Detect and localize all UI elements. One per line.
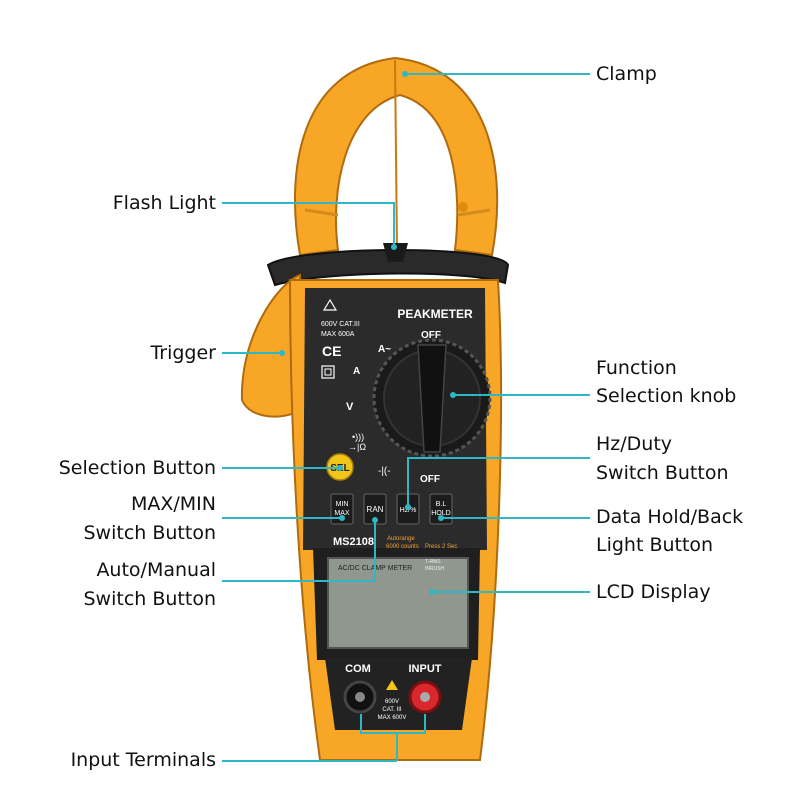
- callout-function-2: Selection knob: [596, 385, 737, 407]
- callout-hz-duty-1: Hz/Duty: [596, 433, 673, 455]
- hz-leader-line: [408, 457, 590, 459]
- lcd-display: [327, 557, 469, 649]
- clamp-leader-line: [405, 73, 590, 75]
- flash-light-leader-drop: [393, 202, 395, 247]
- trigger: [240, 273, 301, 418]
- hz-leader-dot: [405, 504, 411, 510]
- function-leader-dot: [450, 392, 456, 398]
- lcd-leader-dot: [429, 589, 435, 595]
- callout-function-1: Function: [596, 357, 677, 379]
- callout-input-terminals: Input Terminals: [70, 749, 216, 771]
- trigger-leader-line: [222, 352, 282, 354]
- maxmin-leader-dot: [339, 515, 345, 521]
- callout-auto-manual-2: Switch Button: [83, 588, 217, 610]
- maxmin-leader-line: [222, 517, 342, 519]
- model-text: MS2108: [333, 536, 374, 548]
- hold-leader-line: [441, 517, 590, 519]
- continuity-icon: •))): [352, 432, 364, 442]
- input-label: INPUT: [409, 663, 442, 675]
- flash-light-leader-dot: [391, 244, 397, 250]
- function-leader-line: [453, 394, 590, 396]
- capacitance-icon: -|(-: [378, 466, 391, 477]
- knob-off-top: OFF: [421, 330, 441, 341]
- callout-lcd-display: LCD Display: [596, 581, 711, 603]
- clamp-jaws: [294, 56, 499, 257]
- hz-button-label: Hz/%: [400, 507, 417, 514]
- minmax-button-label-1: MIN: [336, 501, 349, 508]
- inrush-text: INRUSH: [425, 566, 445, 572]
- selection-leader-line: [222, 467, 340, 469]
- callout-flash-light: Flash Light: [112, 192, 216, 214]
- auto-manual-leader-dot: [372, 517, 378, 523]
- autorange-text-2: 6000 counts: [386, 544, 419, 550]
- input-terminals-leader-rise: [396, 732, 398, 761]
- clamp-leader-dot: [402, 71, 408, 77]
- input-terminal[interactable]: [408, 680, 442, 714]
- rating-text-1: 600V CAT.III: [321, 321, 360, 328]
- hold-button[interactable]: B.L HOLD: [429, 493, 453, 525]
- com-terminal[interactable]: [343, 680, 377, 714]
- callout-trigger: Trigger: [150, 342, 216, 364]
- callout-data-hold-1: Data Hold/Back: [596, 506, 744, 528]
- flash-light: [383, 243, 408, 262]
- range-a-ac: A~: [378, 344, 391, 355]
- function-knob: [372, 338, 492, 458]
- terminal-rating-1: 600V: [385, 699, 399, 705]
- knob-off-bottom: OFF: [420, 474, 440, 485]
- flash-light-leader-line: [222, 202, 394, 204]
- minmax-button[interactable]: MIN MAX: [330, 493, 354, 525]
- callout-data-hold-2: Light Button: [596, 534, 714, 556]
- hz-leader-drop: [407, 457, 409, 507]
- hold-button-label-2: HOLD: [431, 510, 450, 517]
- auto-manual-leader-rise: [374, 520, 376, 581]
- warning-icon: [322, 298, 338, 311]
- minmax-button-label-2: MAX: [334, 510, 350, 517]
- range-a-dc: A: [353, 366, 360, 377]
- callout-maxmin-1: MAX/MIN: [130, 493, 216, 515]
- callout-clamp: Clamp: [596, 63, 657, 85]
- double-insulation-icon: [321, 365, 335, 379]
- input-terminals-leader-input: [424, 714, 426, 733]
- rating-text-2: MAX 600A: [321, 331, 355, 338]
- com-label: COM: [345, 663, 371, 675]
- hold-button-label-1: B.L: [436, 501, 447, 508]
- callout-hz-duty-2: Switch Button: [596, 462, 729, 484]
- selection-leader-dot: [337, 465, 343, 471]
- input-terminals-leader-line: [222, 760, 397, 762]
- input-terminals-leader-bar: [360, 732, 426, 734]
- hold-leader-dot: [438, 515, 444, 521]
- range-v: V: [346, 401, 354, 413]
- callout-auto-manual-1: Auto/Manual: [96, 559, 216, 581]
- callout-selection-button: Selection Button: [58, 457, 216, 479]
- flash-light-collar: [266, 249, 510, 287]
- true-rms-text: T-RMS: [425, 559, 441, 565]
- brand-text: PEAKMETER: [397, 307, 473, 321]
- callout-maxmin-2: Switch Button: [83, 522, 217, 544]
- trigger-leader-dot: [279, 350, 285, 356]
- ce-mark-icon: CE: [322, 343, 341, 359]
- autorange-text-1: Autorange: [387, 536, 415, 542]
- input-terminals-leader-com: [360, 714, 362, 733]
- press-note-text: Press 2 Sec: [425, 544, 457, 550]
- terminal-rating-3: MAX 600V: [378, 715, 407, 721]
- terminal-warning-icon: [386, 680, 398, 690]
- terminal-rating-2: CAT. III: [382, 707, 402, 713]
- lcd-leader-line: [432, 591, 590, 593]
- auto-manual-leader-line: [222, 580, 375, 582]
- ran-button-label: RAN: [367, 505, 384, 514]
- diode-ohm-icon: →|Ω: [348, 442, 366, 452]
